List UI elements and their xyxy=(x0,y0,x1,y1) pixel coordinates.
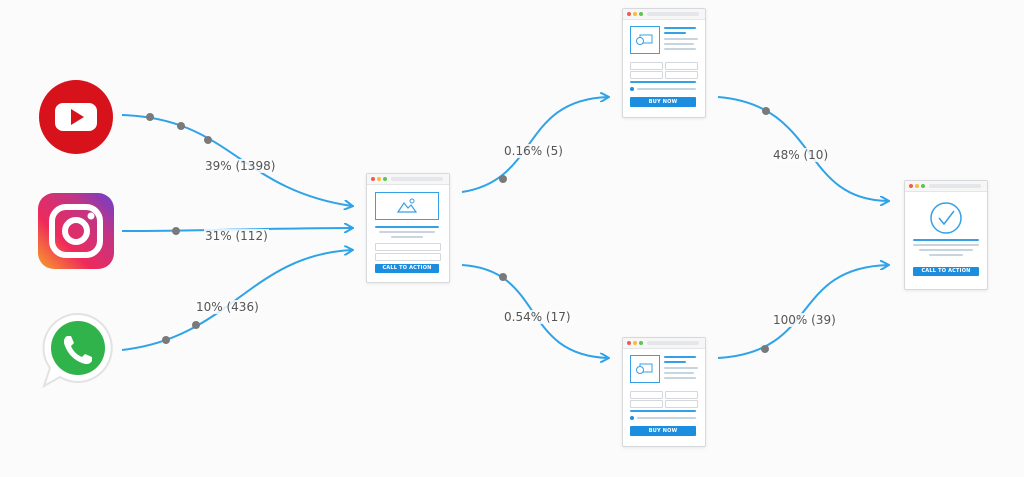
browser-bar xyxy=(367,174,449,185)
flow-arrow-whatsapp xyxy=(121,250,352,351)
flow-arrow-bottom-thanks xyxy=(717,265,888,359)
flow-label-landing-bottom: 0.54% (17) xyxy=(503,310,572,324)
whatsapp-icon xyxy=(38,310,114,389)
flow-label-landing-top: 0.16% (5) xyxy=(503,144,564,158)
flow-dot xyxy=(499,175,507,183)
product-card-icon xyxy=(630,26,660,54)
flow-label-youtube: 39% (1398) xyxy=(204,159,277,173)
flow-arrow-landing-top xyxy=(461,97,608,193)
flow-label-bottom-thanks: 100% (39) xyxy=(772,313,837,327)
product-card-icon xyxy=(630,355,660,383)
flow-label-top-thanks: 48% (10) xyxy=(772,148,830,162)
landing-cta-button[interactable]: CALL TO ACTION xyxy=(375,264,439,273)
checkout-page-bottom-mockup: BUY NOW xyxy=(622,337,706,447)
flow-dot xyxy=(204,136,212,144)
flow-dot xyxy=(499,273,507,281)
flow-dot xyxy=(146,113,154,121)
flow-dot xyxy=(761,345,769,353)
flow-dot xyxy=(192,321,200,329)
browser-bar xyxy=(623,338,705,349)
flow-label-instagram: 31% (112) xyxy=(204,229,269,243)
landing-page-mockup: CALL TO ACTION xyxy=(366,173,450,283)
flow-label-whatsapp: 10% (436) xyxy=(195,300,260,314)
flow-dot xyxy=(177,122,185,130)
checkout-bottom-buy-now-button[interactable]: BUY NOW xyxy=(630,426,696,436)
thank-you-page-mockup: CALL TO ACTION xyxy=(904,180,988,290)
instagram-icon xyxy=(38,193,114,269)
checkout-page-top-mockup: BUY NOW xyxy=(622,8,706,118)
flow-dot xyxy=(162,336,170,344)
flow-dot xyxy=(172,227,180,235)
flow-dot xyxy=(762,107,770,115)
youtube-icon xyxy=(38,79,114,155)
browser-bar xyxy=(905,181,987,192)
checkout-top-buy-now-button[interactable]: BUY NOW xyxy=(630,97,696,107)
checkmark-icon xyxy=(929,201,963,235)
image-placeholder-icon xyxy=(375,192,439,220)
flow-arrow-youtube xyxy=(121,114,352,206)
browser-bar xyxy=(623,9,705,20)
thanks-cta-button[interactable]: CALL TO ACTION xyxy=(913,267,979,276)
